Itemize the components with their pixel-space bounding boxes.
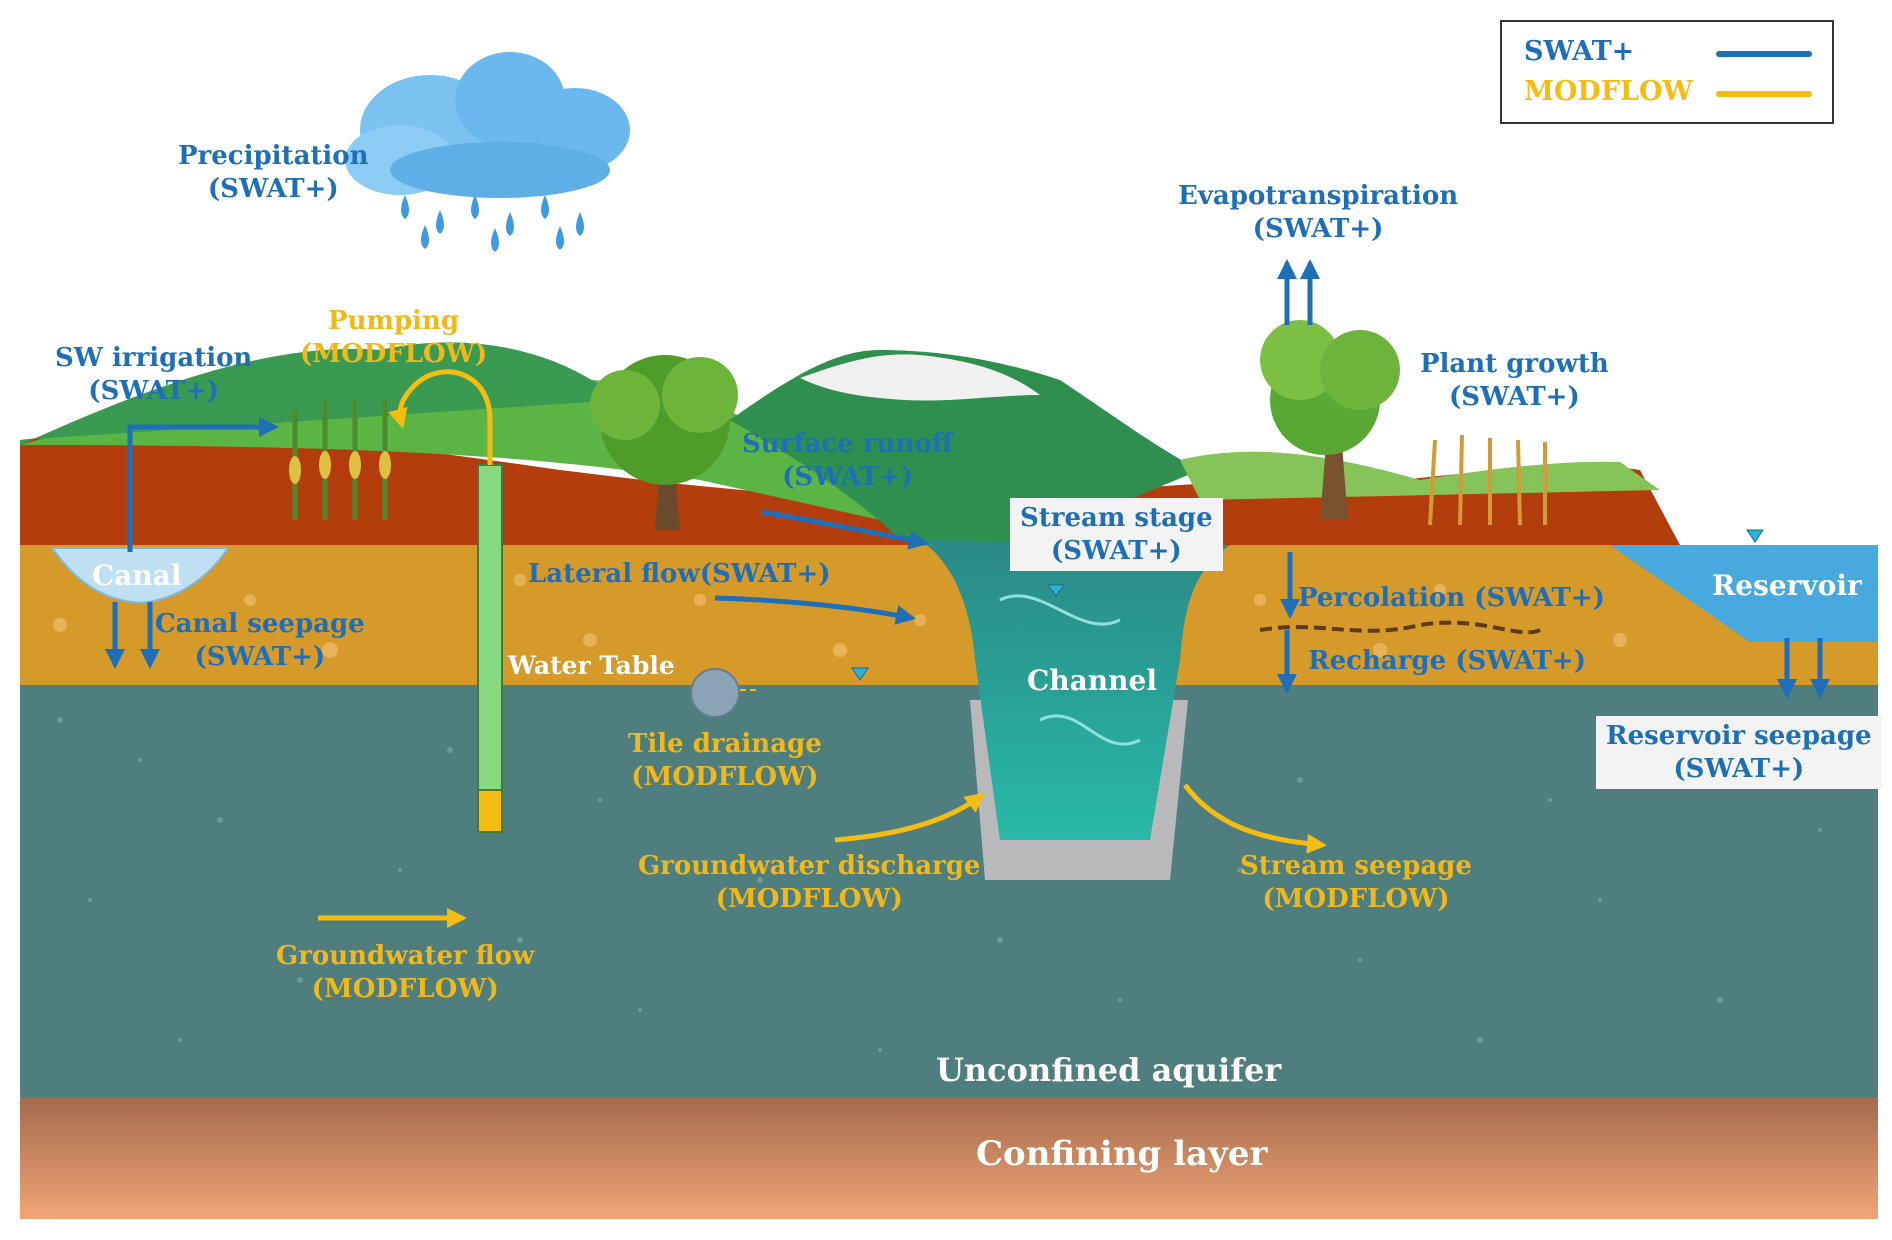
- reservoir-seepage-label: Reservoir seepage(SWAT+): [1596, 716, 1882, 789]
- precipitation-label: Precipitation(SWAT+): [178, 141, 369, 204]
- unconfined-aquifer-label: Unconfined aquifer: [936, 1051, 1282, 1089]
- right-hills: [1180, 451, 1660, 500]
- corn-ears: [289, 451, 391, 484]
- canal-label: Canal: [92, 559, 182, 592]
- percolation-label: Percolation (SWAT+): [1298, 583, 1605, 613]
- groundwater-flow-label: Groundwater flow(MODFLOW): [276, 941, 535, 1004]
- gw-discharge-arrow: [834, 792, 986, 843]
- well-screen: [477, 789, 503, 833]
- groundwater-discharge-label: Groundwater discharge(MODFLOW): [638, 851, 981, 914]
- reservoir: [1610, 545, 1878, 642]
- stream-stage-marker: [1047, 584, 1065, 597]
- confining-layer-label: Confining layer: [976, 1134, 1268, 1174]
- tile-drainage-label: Tile drainage(MODFLOW): [628, 729, 822, 792]
- unconfined-aquifer: [20, 685, 1878, 1097]
- evapotranspiration-label: Evapotranspiration(SWAT+): [1178, 181, 1459, 244]
- surface-runoff-label: Surface runoff(SWAT+): [742, 429, 954, 492]
- pumping-well: [477, 464, 503, 791]
- tile-drain: [690, 668, 740, 718]
- water-table-label: Water Table: [508, 651, 675, 680]
- rain-cloud: [345, 52, 630, 198]
- lateral-flow-arrow: [714, 595, 916, 625]
- pumping-arrow: [388, 369, 493, 465]
- sw-irrigation-label: SW irrigation(SWAT+): [55, 343, 253, 406]
- mountain-snow: [800, 354, 1040, 401]
- center-mountain: [730, 350, 1200, 545]
- left-tree: [590, 355, 738, 530]
- back-hill-left: [20, 342, 620, 445]
- percolation-boundary: [1259, 620, 1541, 635]
- vadose-pebbles: [53, 574, 1627, 658]
- stream-seepage-arrow: [1183, 783, 1327, 854]
- legend-swat-line: [1716, 51, 1812, 57]
- reservoir-marker: [1746, 529, 1764, 543]
- legend: SWAT+ MODFLOW: [1500, 20, 1834, 124]
- channel-swirl: [999, 594, 1141, 746]
- modflow-arrows: [318, 369, 1327, 928]
- canal-seepage-label: Canal seepage(SWAT+): [155, 609, 365, 672]
- stream-stage-label: Stream stage(SWAT+): [1010, 498, 1223, 571]
- runoff-arrow: [761, 509, 929, 550]
- stream-seepage-label: Stream seepage(MODFLOW): [1240, 851, 1472, 914]
- wheat-crops: [1428, 434, 1547, 526]
- swat-arrows: [105, 259, 1830, 699]
- channel-water: [920, 540, 1230, 840]
- reservoir-label: Reservoir: [1712, 569, 1862, 602]
- canal: [50, 547, 230, 605]
- lateral-flow-label: Lateral flow(SWAT+): [528, 559, 831, 589]
- rain-drops: [401, 195, 584, 252]
- irrigation-arrow: [127, 417, 279, 552]
- recharge-label: Recharge (SWAT+): [1308, 646, 1587, 676]
- legend-swat-label: SWAT+: [1524, 36, 1635, 67]
- right-tree: [1260, 320, 1400, 520]
- water-table-marker: [851, 667, 869, 681]
- red-soil: [20, 431, 1680, 545]
- plant-growth-label: Plant growth(SWAT+): [1420, 349, 1609, 412]
- legend-modflow-label: MODFLOW: [1524, 76, 1693, 107]
- legend-modflow-line: [1716, 91, 1812, 97]
- channel-label: Channel: [1027, 664, 1157, 697]
- pumping-label: Pumping(MODFLOW): [300, 306, 488, 369]
- confining-layer: [20, 1097, 1878, 1219]
